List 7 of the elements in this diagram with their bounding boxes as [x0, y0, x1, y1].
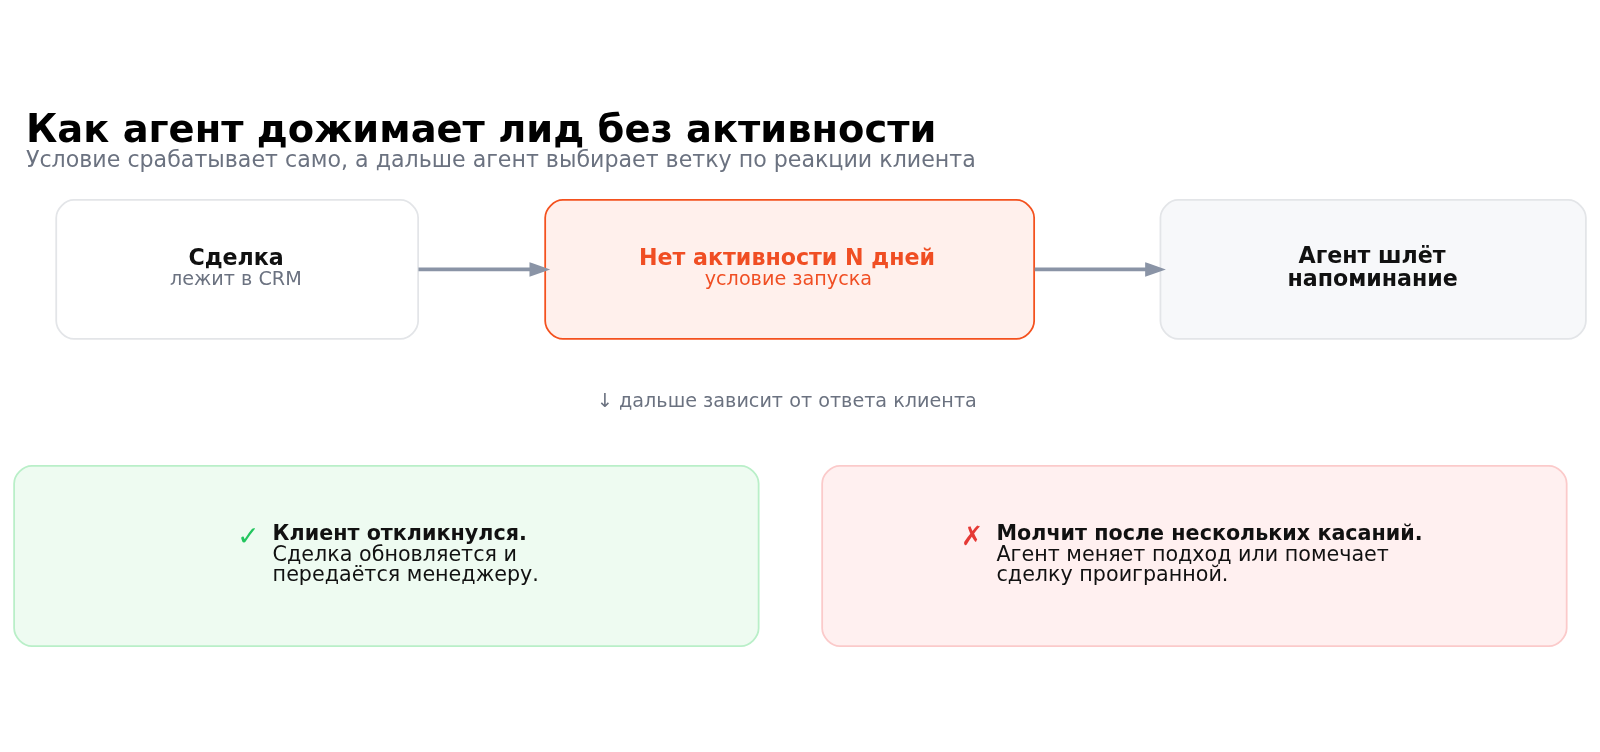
node-box: Сделка лежит в CRM [55, 198, 420, 340]
node-box: Агент шлёт напоминание [1159, 198, 1587, 340]
label: ↓ дальше зависит от ответа клиента [596, 388, 977, 412]
arrow [1034, 261, 1166, 277]
arrow [418, 261, 551, 277]
node-box: Нет активности N дней условие запуска [544, 198, 1036, 340]
node-box: ✗ Молчит после нескольких касаний. Агент меняет подход или помечает сделку проигранной. [821, 464, 1568, 647]
